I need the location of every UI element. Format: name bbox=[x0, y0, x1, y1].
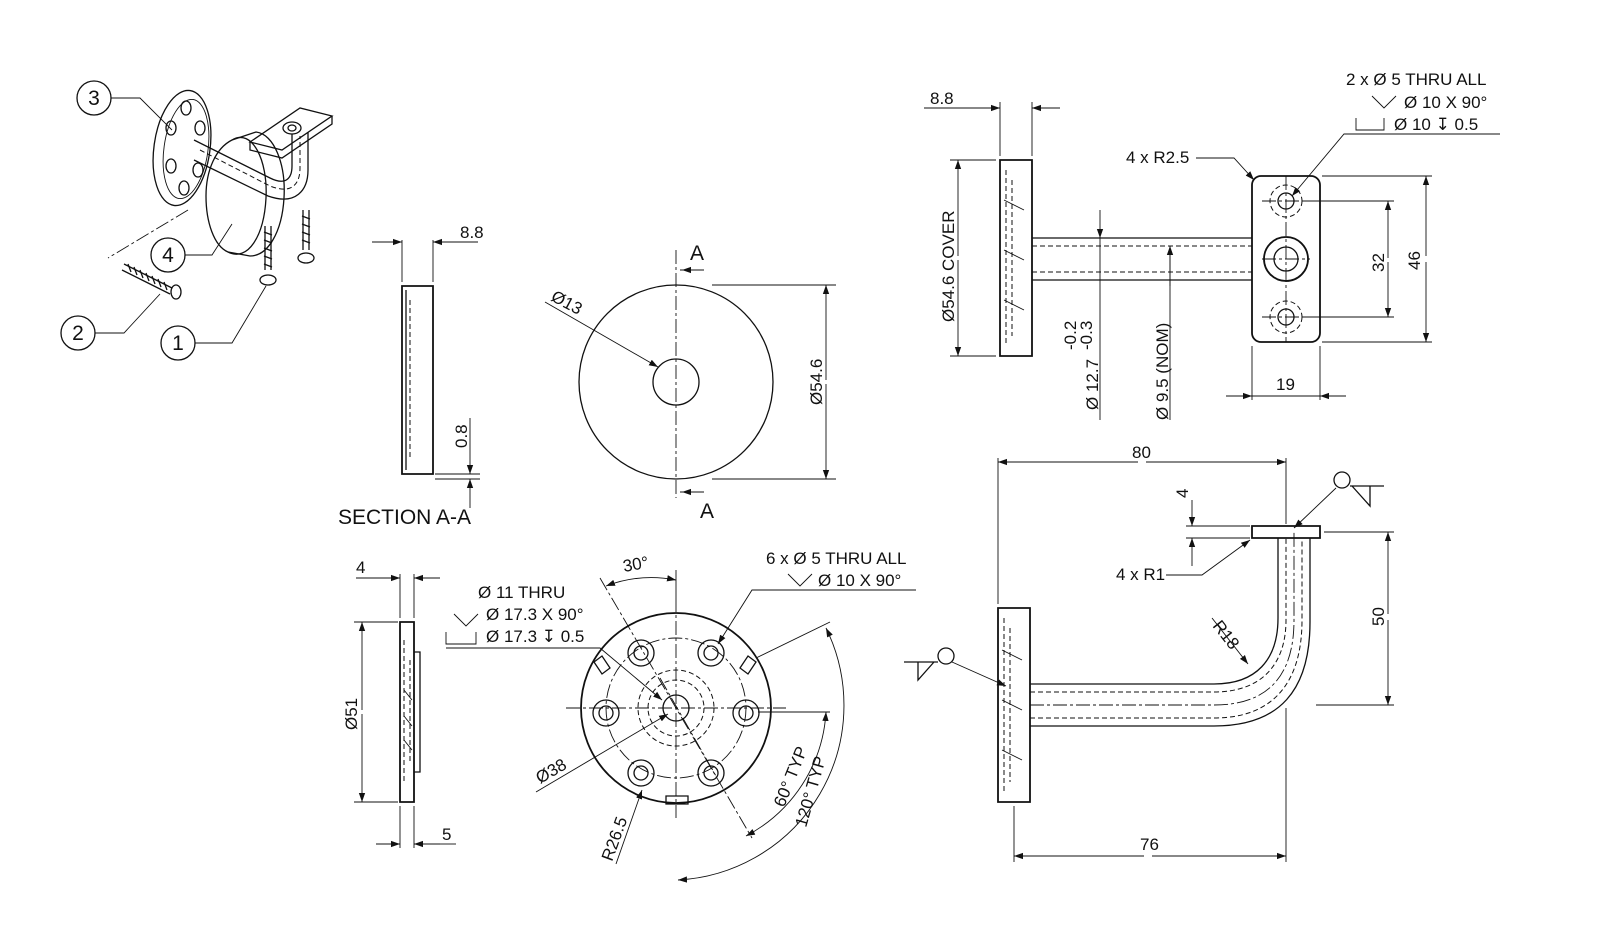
svg-text:Ø51: Ø51 bbox=[342, 698, 361, 730]
svg-text:R18: R18 bbox=[1209, 617, 1243, 653]
svg-text:Ø54.6 COVER: Ø54.6 COVER bbox=[939, 211, 958, 323]
svg-text:Ø 17.3 ↧ 0.5: Ø 17.3 ↧ 0.5 bbox=[486, 627, 584, 646]
svg-text:Ø 10 ↧ 0.5: Ø 10 ↧ 0.5 bbox=[1394, 115, 1478, 134]
flange-side-view: 4 Ø51 5 bbox=[342, 558, 456, 848]
svg-text:Ø 10 X 90°: Ø 10 X 90° bbox=[818, 571, 901, 590]
svg-text:Ø 17.3 X 90°: Ø 17.3 X 90° bbox=[486, 605, 584, 624]
svg-text:Ø54.6: Ø54.6 bbox=[807, 359, 826, 405]
svg-text:8.8: 8.8 bbox=[460, 223, 484, 242]
svg-text:19: 19 bbox=[1276, 375, 1295, 394]
svg-text:46: 46 bbox=[1405, 251, 1424, 270]
bracket-top-view: 8.8 Ø54.6 COVER Ø 12.7 -0.2 -0.3 Ø 9.5 (… bbox=[924, 70, 1500, 420]
svg-text:6 x Ø 5 THRU ALL: 6 x Ø 5 THRU ALL bbox=[766, 549, 906, 568]
svg-text:R26.5: R26.5 bbox=[598, 814, 631, 863]
weld-symbol-left bbox=[904, 647, 1007, 687]
svg-text:32: 32 bbox=[1369, 253, 1388, 272]
svg-text:76: 76 bbox=[1140, 835, 1159, 854]
svg-text:Ø 9.5 (NOM): Ø 9.5 (NOM) bbox=[1153, 323, 1172, 420]
cover-front-view: A A Ø13 Ø54.6 bbox=[544, 242, 836, 523]
svg-text:-0.2: -0.2 bbox=[1061, 321, 1080, 350]
svg-text:Ø 10 X 90°: Ø 10 X 90° bbox=[1404, 93, 1487, 112]
cut-label-bottom: A bbox=[700, 500, 714, 523]
svg-text:4: 4 bbox=[162, 244, 174, 267]
svg-text:2 x Ø 5 THRU ALL: 2 x Ø 5 THRU ALL bbox=[1346, 70, 1486, 89]
svg-text:4 x R2.5: 4 x R2.5 bbox=[1126, 148, 1189, 167]
svg-text:1: 1 bbox=[172, 332, 184, 355]
svg-text:5: 5 bbox=[442, 825, 451, 844]
svg-text:2: 2 bbox=[72, 322, 84, 345]
svg-text:80: 80 bbox=[1132, 443, 1151, 462]
svg-text:-0.3: -0.3 bbox=[1077, 321, 1096, 350]
svg-text:4 x R1: 4 x R1 bbox=[1116, 565, 1165, 584]
flange-front-view: 30° Ø 11 THRU Ø 17.3 X 90° Ø 17.3 ↧ 0.5 … bbox=[445, 549, 916, 883]
isometric-assembly-view: 3 4 2 1 bbox=[60, 80, 334, 361]
svg-text:50: 50 bbox=[1369, 607, 1388, 626]
svg-text:Ø13: Ø13 bbox=[548, 287, 585, 319]
cut-label-top: A bbox=[690, 242, 704, 265]
balloon-2: 2 bbox=[60, 293, 161, 351]
balloon-1: 1 bbox=[160, 285, 267, 361]
svg-text:30°: 30° bbox=[621, 553, 650, 576]
svg-text:Ø 12.7: Ø 12.7 bbox=[1083, 359, 1102, 410]
svg-text:8.8: 8.8 bbox=[930, 89, 954, 108]
svg-text:Ø 11 THRU: Ø 11 THRU bbox=[478, 583, 565, 602]
svg-text:4: 4 bbox=[1173, 489, 1192, 498]
section-a-a-view: 8.8 0.8 SECTION A-A bbox=[338, 223, 484, 529]
balloon-4: 4 bbox=[150, 223, 233, 273]
svg-text:3: 3 bbox=[88, 87, 100, 110]
svg-text:4: 4 bbox=[356, 558, 365, 577]
svg-text:0.8: 0.8 bbox=[452, 424, 471, 448]
balloon-3: 3 bbox=[76, 80, 173, 131]
bracket-side-view: 80 4 4 x R1 R18 50 76 bbox=[904, 443, 1394, 862]
section-title: SECTION A-A bbox=[338, 506, 471, 529]
weld-symbol-top bbox=[1293, 471, 1384, 529]
